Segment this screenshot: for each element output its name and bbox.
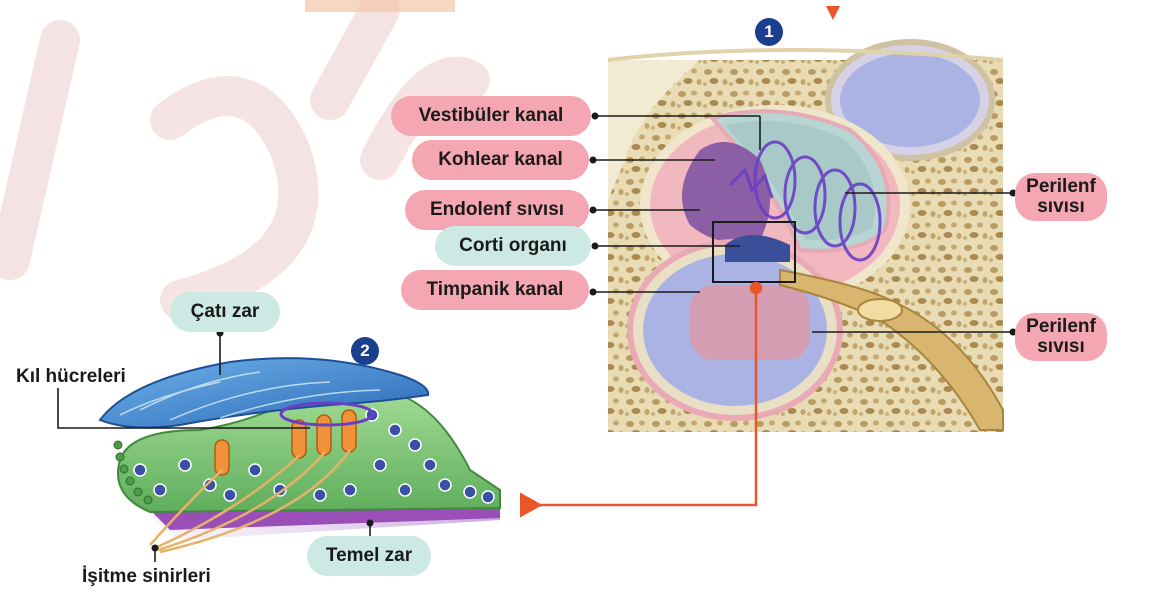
label-isitme-sinirleri: İşitme sinirleri	[82, 566, 211, 588]
perilenf-top-line1: Perilenf	[1026, 177, 1096, 197]
label-kohlear-kanal: Kohlear kanal	[412, 140, 589, 180]
perilenf-bottom-line1: Perilenf	[1026, 317, 1096, 337]
label-corti-organi: Corti organı	[435, 226, 591, 266]
badge-two: 2	[351, 337, 379, 365]
label-endolenf-sivisi: Endolenf sıvısı	[405, 190, 589, 230]
top-triangle-icon	[826, 6, 840, 20]
watermark	[10, 10, 470, 300]
label-vestibuler-kanal: Vestibüler kanal	[391, 96, 591, 136]
organ-of-corti	[100, 358, 500, 552]
label-perilenf-top: Perilenf sıvısı	[1015, 173, 1107, 221]
label-cati-zar: Çatı zar	[170, 292, 280, 332]
label-kil-hucreleri: Kıl hücreleri	[16, 366, 126, 388]
perilenf-bottom-line2: sıvısı	[1037, 337, 1085, 357]
top-decoration	[305, 0, 455, 12]
label-temel-zar: Temel zar	[307, 536, 431, 576]
cochlea-cross-section	[608, 42, 1003, 432]
perilenf-top-line2: sıvısı	[1037, 197, 1085, 217]
label-perilenf-bottom: Perilenf sıvısı	[1015, 313, 1107, 361]
label-timpanik-kanal: Timpanik kanal	[401, 270, 589, 310]
badge-one: 1	[755, 18, 783, 46]
